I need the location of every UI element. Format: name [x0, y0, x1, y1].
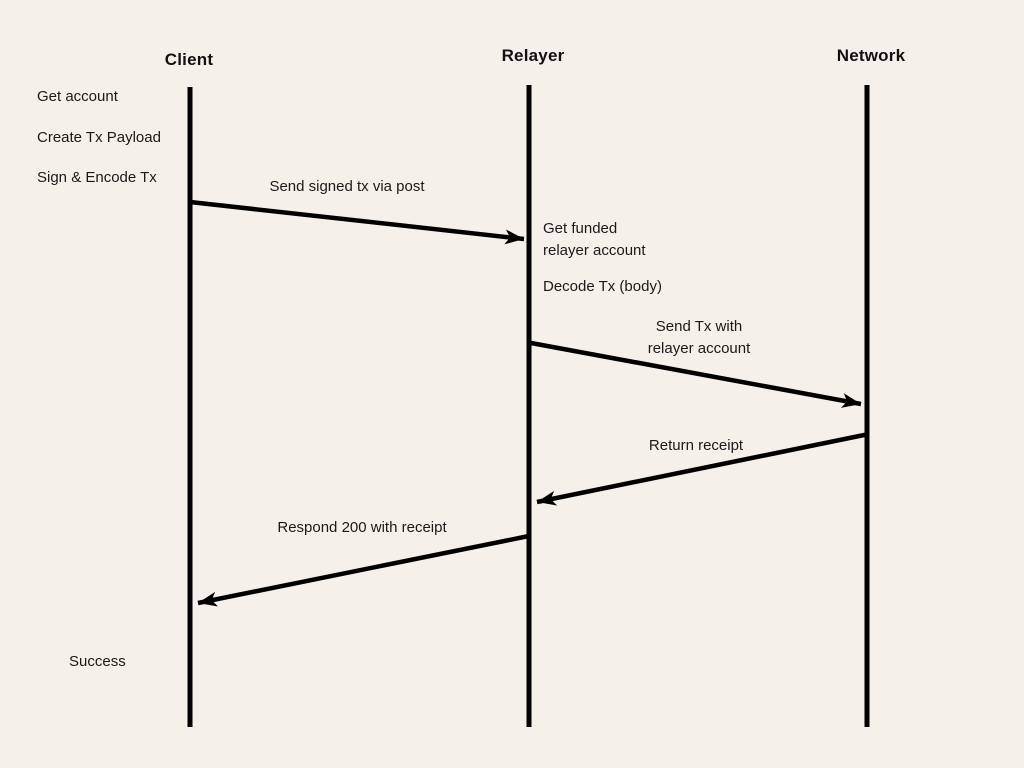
- message-label-send-tx-with-relayer-account: Send Tx with relayer account: [614, 316, 784, 360]
- actor-title-client: Client: [164, 50, 214, 69]
- note-get-funded-relayer-account: Get funded relayer account: [543, 218, 646, 262]
- actor-title-relayer: Relayer: [501, 46, 565, 65]
- message-label-respond-200: Respond 200 with receipt: [277, 519, 447, 536]
- arrow-client-to-relayer: [189, 199, 525, 245]
- note-funded-line-2: relayer account: [543, 242, 646, 259]
- note-sign-encode-tx: Sign & Encode Tx: [37, 169, 157, 186]
- note-create-tx-payload: Create Tx Payload: [37, 129, 161, 146]
- message-label-send-signed-tx: Send signed tx via post: [269, 178, 425, 195]
- message-label-line-2: relayer account: [647, 340, 751, 357]
- actor-title-network: Network: [836, 46, 906, 65]
- note-success: Success: [69, 653, 126, 670]
- message-label-line-1: Send Tx with: [655, 318, 743, 335]
- arrow-relayer-to-network: [530, 340, 862, 408]
- arrow-relayer-to-client: [197, 533, 530, 607]
- note-funded-line-1: Get funded: [543, 220, 618, 237]
- note-get-account: Get account: [37, 88, 118, 105]
- arrow-network-to-relayer: [536, 431, 870, 506]
- message-label-return-receipt: Return receipt: [648, 437, 744, 454]
- note-decode-tx-body: Decode Tx (body): [543, 278, 662, 295]
